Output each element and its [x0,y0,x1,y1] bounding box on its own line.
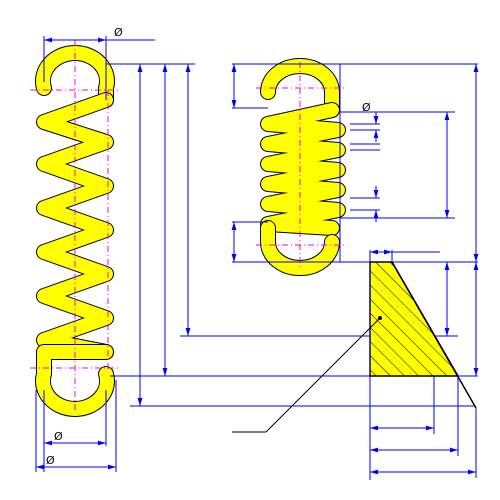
force-diagram-slope [391,261,477,409]
outer-diameter-dimension: Ø [35,380,117,472]
inner-diameter-dimension: Ø [43,390,107,472]
leader-line-diagonal [265,317,381,433]
left-spring-centerlines [30,40,120,412]
right-spring-diameter-label: Ø [362,101,371,114]
force-diagram [232,249,479,480]
leader-dot [378,316,382,320]
right-spring-centerlines [256,62,345,270]
left-length-dimensions [106,63,475,407]
force-diagram-area [369,261,460,377]
short-extension-spring [260,58,346,276]
top-diameter-label: Ø [114,26,123,39]
right-spring-dimensions: Ø [231,63,479,263]
inner-diameter-label: Ø [54,430,63,443]
outer-diameter-label: Ø [46,454,55,467]
top-diameter-dimension: Ø [43,26,155,100]
